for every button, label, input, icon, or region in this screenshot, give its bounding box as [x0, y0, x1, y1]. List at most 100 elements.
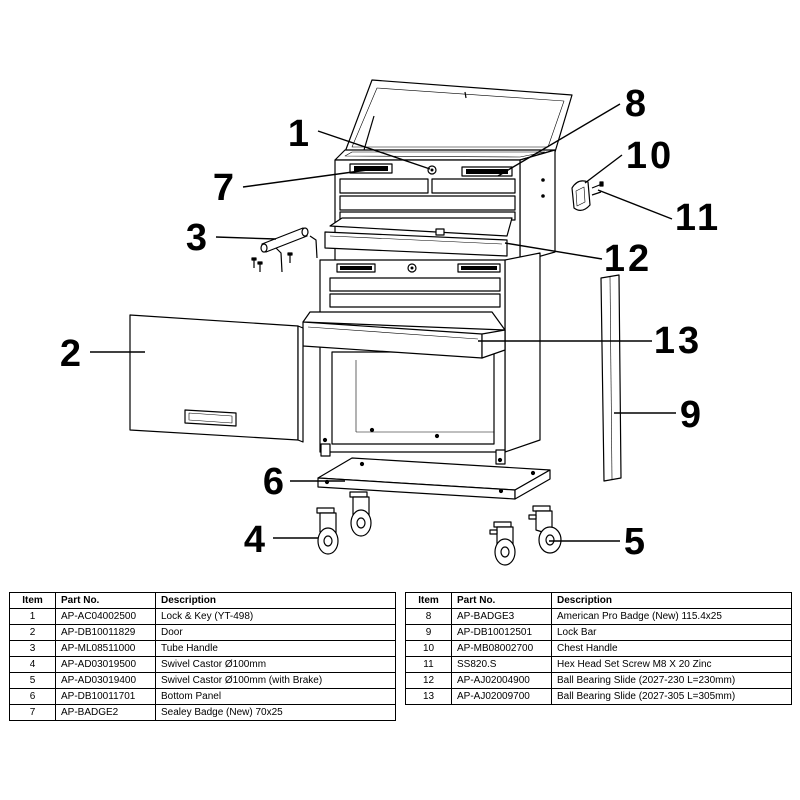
part-description: Lock & Key (YT-498): [155, 608, 396, 625]
callout-13: 13: [654, 320, 702, 362]
table-header-row: Item Part No. Description: [405, 592, 792, 609]
handle-screw-head: [257, 261, 263, 265]
part-description: American Pro Badge (New) 115.4x25: [551, 608, 792, 625]
part-description: Swivel Castor Ø100mm (with Brake): [155, 672, 396, 689]
drawer-12-label: [435, 228, 445, 236]
table-row: 8 AP-BADGE3 American Pro Badge (New) 115…: [405, 608, 792, 625]
bottom-panel-side: [514, 469, 551, 500]
chest-drawer: [339, 178, 429, 194]
tube-handle-end: [260, 243, 268, 253]
part-description: Bottom Panel: [155, 688, 396, 705]
bottom-panel-hole: [359, 461, 365, 467]
chest-top-face: [334, 149, 556, 161]
lock-bar-fold: [609, 276, 613, 480]
item-number: 4: [9, 656, 56, 673]
chest-drawer: [431, 178, 516, 194]
table-row: 5 AP-AD03019400 Swivel Castor Ø100mm (wi…: [9, 672, 396, 689]
part-number: AP-DB10012501: [451, 624, 552, 641]
bottom-panel: [317, 457, 551, 500]
part-description: Ball Bearing Slide (2027-230 L=230mm): [551, 672, 792, 689]
item-number: 11: [405, 656, 452, 673]
door-edge: [297, 325, 304, 443]
mounting-hole: [497, 457, 503, 463]
table-row: 12 AP-AJ02004900 Ball Bearing Slide (202…: [405, 672, 792, 689]
part-description: Tube Handle: [155, 640, 396, 657]
item-number: 9: [405, 624, 452, 641]
callout-4: 4: [244, 519, 268, 561]
part-description: Swivel Castor Ø100mm: [155, 656, 396, 673]
callout-9: 9: [680, 394, 704, 436]
tube-handle-end: [301, 227, 309, 237]
cabinet-lock-key-slot: [410, 266, 414, 270]
chest-drawer: [339, 195, 516, 211]
part-number: AP-DB10011829: [55, 624, 156, 641]
callout-numbers: 1 2 3 4 5 6 7 8 9 10 11 12 13: [60, 83, 718, 563]
lid-catch: [464, 91, 467, 99]
castor-brake: [489, 529, 498, 535]
header-part-no: Part No.: [451, 592, 552, 609]
castor-plate: [349, 491, 368, 498]
castor-brake: [528, 514, 537, 520]
table-header-row: Item Part No. Description: [9, 592, 396, 609]
cabinet-leg: [495, 449, 506, 465]
cabinet-leg: [320, 443, 331, 457]
mounting-hole: [434, 433, 440, 439]
item-number: 1: [9, 608, 56, 625]
leader-line-7: [242, 167, 383, 188]
callout-6: 6: [263, 461, 287, 503]
header-description: Description: [551, 592, 792, 609]
lower-cabinet: [319, 252, 541, 465]
part-description: Hex Head Set Screw M8 X 20 Zinc: [551, 656, 792, 673]
swivel-castor-4-rear: [349, 491, 372, 537]
part-number: AP-MB08002700: [451, 640, 552, 657]
table-row: 1 AP-AC04002500 Lock & Key (YT-498): [9, 608, 396, 625]
door-handle: [184, 409, 237, 427]
part-number: AP-AJ02009700: [451, 688, 552, 705]
leader-line-11: [597, 189, 673, 220]
lock-bar: [600, 274, 622, 482]
table-row: 11 SS820.S Hex Head Set Screw M8 X 20 Zi…: [405, 656, 792, 673]
cabinet-right-side: [504, 252, 541, 453]
parts-table-right: Item Part No. Description 8 AP-BADGE3 Am…: [405, 592, 792, 705]
drawer-13-pull: [307, 326, 479, 340]
open-drawer-12: [324, 217, 513, 257]
drawer-12-interior: [329, 217, 513, 237]
callout-1: 1: [288, 113, 312, 155]
door-handle-recess: [188, 412, 233, 424]
table-row: 4 AP-AD03019500 Swivel Castor Ø100mm: [9, 656, 396, 673]
header-part-no: Part No.: [55, 592, 156, 609]
item-number: 13: [405, 688, 452, 705]
table-row: 3 AP-ML08511000 Tube Handle: [9, 640, 396, 657]
chest-handle-body: [571, 180, 591, 211]
callout-2: 2: [60, 333, 84, 375]
table-row: 7 AP-BADGE2 Sealey Badge (New) 70x25: [9, 704, 396, 721]
tube-handle-bracket: [275, 247, 283, 273]
lid-inner-rim: [351, 87, 565, 148]
item-number: 7: [9, 704, 56, 721]
leader-line-10: [584, 154, 623, 184]
part-description: Lock Bar: [551, 624, 792, 641]
chest-lid: [344, 79, 573, 153]
table-row: 9 AP-DB10012501 Lock Bar: [405, 624, 792, 641]
swivel-castor-4-front: [316, 507, 339, 555]
sealey-badge-text: [354, 166, 388, 171]
item-number: 8: [405, 608, 452, 625]
castor-plate: [316, 507, 335, 514]
tube-handle-bracket: [309, 235, 318, 259]
swivel-castor-5-front: [489, 521, 516, 566]
drawer-13-side: [481, 329, 506, 359]
item-number: 2: [9, 624, 56, 641]
table-row: 2 AP-DB10011829 Door: [9, 624, 396, 641]
part-description: Chest Handle: [551, 640, 792, 657]
hex-screw-head: [599, 181, 604, 187]
tube-handle: [251, 227, 318, 273]
callout-8: 8: [625, 83, 649, 125]
table-row: 6 AP-DB10011701 Bottom Panel: [9, 688, 396, 705]
part-number: AP-AD03019400: [55, 672, 156, 689]
chest-lock-key-slot: [430, 168, 434, 172]
castor-plate: [493, 521, 512, 528]
callout-12: 12: [604, 238, 652, 280]
lid-panel: [344, 79, 573, 153]
callout-3: 3: [186, 217, 210, 259]
part-description: Door: [155, 624, 396, 641]
